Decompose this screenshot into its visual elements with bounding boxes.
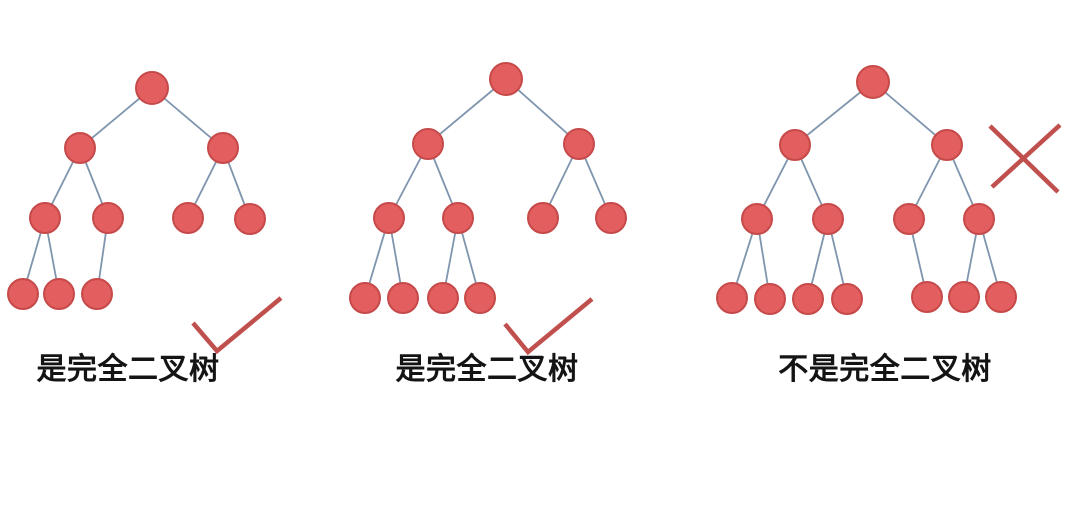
tree-node (387, 282, 419, 314)
tree-node (931, 129, 963, 161)
tree-node (754, 283, 786, 315)
tree-node (489, 62, 523, 96)
tree-3-label: 不是完全二叉树 (778, 353, 992, 386)
tree-node (43, 278, 75, 310)
tree-node (563, 128, 595, 160)
check-mark (191, 296, 283, 355)
tree-node (81, 278, 113, 310)
tree-3 (716, 65, 1062, 315)
tree-node (911, 281, 943, 313)
tree-node (716, 282, 748, 314)
tree-node (412, 128, 444, 160)
tree-node (985, 281, 1017, 313)
tree-1 (7, 71, 283, 355)
tree-node (442, 202, 474, 234)
tree-node (963, 203, 995, 235)
tree-2 (349, 62, 627, 356)
tree-node (92, 202, 124, 234)
tree-node (464, 282, 496, 314)
tree-node (527, 202, 559, 234)
tree-1-label: 是完全二叉树 (36, 353, 220, 386)
tree-node (7, 278, 39, 310)
tree-node (595, 202, 627, 234)
tree-node (349, 282, 381, 314)
tree-node (29, 202, 61, 234)
tree-node (792, 283, 824, 315)
tree-node (64, 132, 96, 164)
tree-node (135, 71, 169, 105)
tree-node (948, 281, 980, 313)
cross-mark (990, 123, 1062, 189)
tree-node (234, 203, 266, 235)
tree-node (856, 65, 890, 99)
tree-node (427, 282, 459, 314)
tree-2-label: 是完全二叉树 (395, 353, 579, 386)
check-mark (503, 297, 594, 356)
tree-node (373, 202, 405, 234)
tree-node (779, 129, 811, 161)
tree-node (812, 203, 844, 235)
tree-node (893, 203, 925, 235)
tree-node (741, 203, 773, 235)
tree-node (172, 202, 204, 234)
tree-node (207, 132, 239, 164)
tree-node (831, 283, 863, 315)
